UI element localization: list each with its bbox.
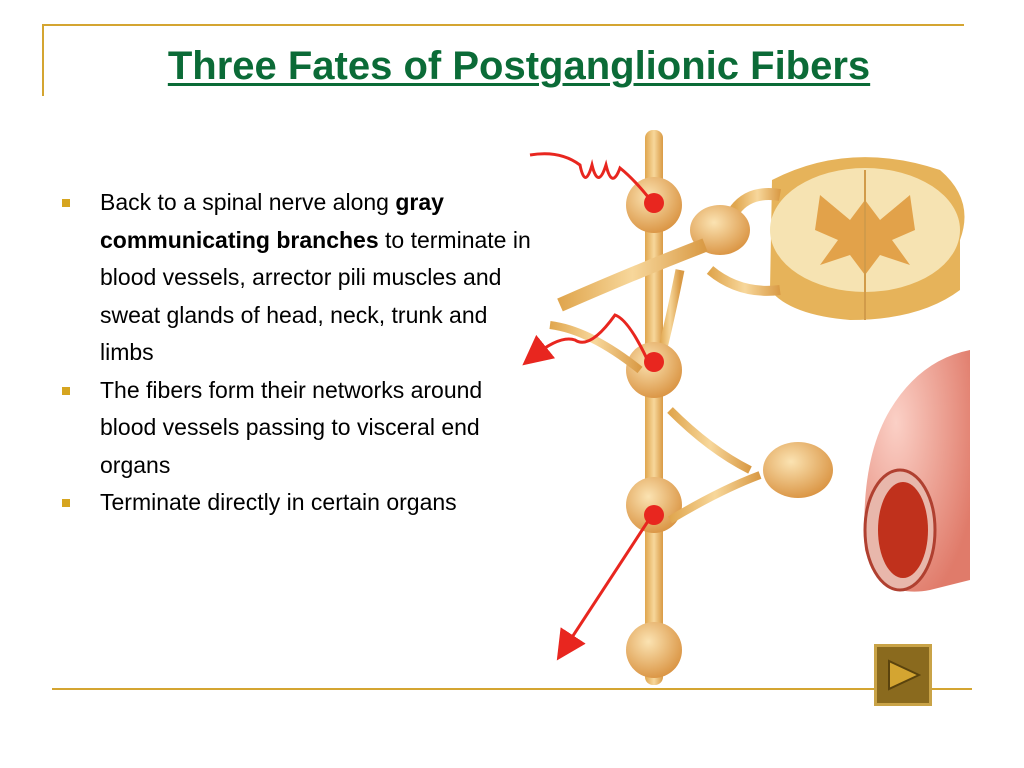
neuron-cell-body [644,352,664,372]
bullet-square-icon [62,386,70,395]
sympathetic-chain-illustration [522,130,970,685]
left-rule [42,24,44,96]
ventral-root [706,266,781,296]
splanchnic-branch [667,471,762,524]
splanchnic-branch [667,407,752,474]
neuron-cell-body [644,193,664,213]
bullet-text: The fibers form their networks around bl… [100,376,483,478]
peripheral-branch [549,321,643,374]
bullet-bold-text: gray communicating branches [100,189,444,253]
dorsal-root-ganglion [690,205,750,255]
top-rule [42,24,964,26]
bullet-text: Back to a spinal nerve along [100,189,396,215]
bullet-item: Back to a spinal nerve along gray commun… [62,184,540,372]
collateral-ganglion [763,442,833,498]
bullet-list: Back to a spinal nerve along gray commun… [62,184,540,522]
spinal-nerve-root [730,188,781,214]
bottom-rule [52,688,972,690]
chain-ganglion [626,622,682,678]
next-slide-button[interactable] [874,644,932,706]
postganglionic-fiber [556,514,654,661]
bullet-item: Terminate directly in certain organs [62,484,540,522]
bullet-square-icon [62,199,70,207]
play-triangle-icon [888,659,921,691]
bullet-text: Terminate directly in certain organs [100,489,457,515]
postganglionic-fiber [522,313,654,371]
bullet-square-icon [62,499,70,507]
slide-title: Three Fates of Postganglionic Fibers [167,44,871,88]
bullet-item: The fibers form their networks around bl… [62,372,540,485]
bullet-text-tail: to terminate in blood vessels, arrector … [100,226,531,366]
spinal-cord-section [770,157,965,320]
preganglionic-fiber [529,152,654,203]
blood-vessel [863,350,970,592]
spinal-nerve [557,238,708,312]
neuron-cell-body [644,505,664,525]
